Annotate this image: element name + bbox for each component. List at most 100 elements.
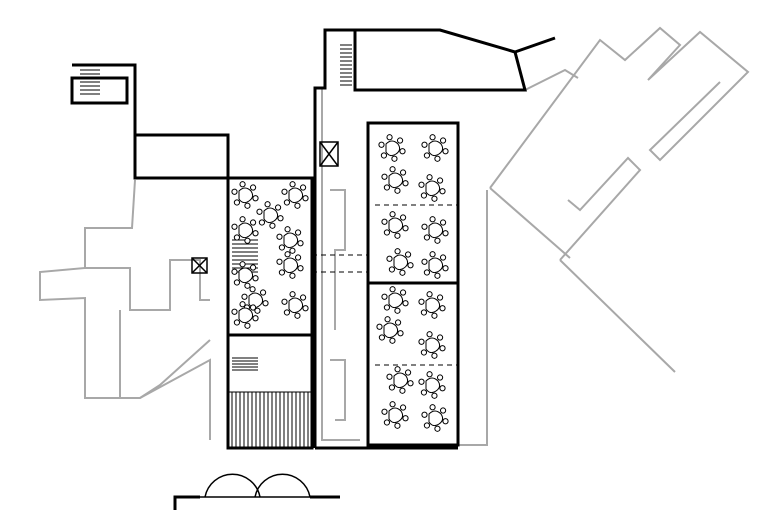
chair (244, 202, 251, 209)
chair (429, 251, 436, 258)
chair (429, 216, 436, 223)
chair (294, 254, 302, 261)
chair (294, 312, 301, 319)
chair (299, 294, 307, 301)
chair (378, 334, 386, 341)
table (425, 297, 441, 314)
chair (399, 289, 407, 296)
chair (431, 352, 438, 359)
table (428, 222, 444, 239)
table (238, 222, 254, 239)
table-with-chairs (421, 251, 449, 279)
table-with-chairs (231, 301, 259, 329)
table-with-chairs (381, 401, 409, 429)
chair (239, 216, 246, 223)
table-with-chairs (421, 216, 449, 244)
chair (420, 192, 428, 199)
table-with-chairs (381, 166, 409, 194)
table-with-chairs (241, 286, 269, 314)
chair (281, 188, 288, 195)
partition-lines (312, 204, 458, 366)
chair (421, 223, 428, 230)
chair (386, 134, 393, 141)
chair (258, 219, 266, 226)
chair (399, 148, 406, 155)
chair (294, 202, 301, 209)
chair (289, 272, 296, 279)
elevator-icon (191, 141, 339, 274)
chair (259, 289, 267, 296)
chair (389, 401, 396, 408)
chair (277, 215, 284, 222)
chair (423, 234, 431, 241)
chair (423, 422, 431, 429)
chair (442, 230, 449, 237)
chair (249, 304, 257, 311)
chair (269, 222, 276, 229)
chair (262, 300, 269, 307)
chair (244, 322, 251, 329)
chair (426, 331, 433, 338)
chair (388, 266, 396, 273)
chair (421, 141, 428, 148)
chair (436, 374, 444, 381)
chair (399, 214, 407, 221)
table (393, 254, 409, 271)
chair (231, 268, 238, 275)
chair (399, 269, 406, 276)
chair (249, 286, 256, 293)
context-buildings (39, 26, 750, 446)
chair (420, 349, 428, 356)
chair (434, 155, 441, 162)
chair (376, 323, 383, 330)
chair (399, 387, 406, 394)
chair (402, 180, 409, 187)
table-with-chairs (256, 201, 284, 229)
chair (421, 258, 428, 265)
chair (381, 408, 388, 415)
chair (396, 137, 404, 144)
table (393, 372, 409, 389)
chair (249, 219, 257, 226)
chair (389, 286, 396, 293)
chair (381, 293, 388, 300)
chair (436, 177, 444, 184)
chair (231, 223, 238, 230)
table-with-chairs (418, 371, 446, 399)
chair (420, 389, 428, 396)
table-with-chairs (281, 181, 309, 209)
chair (231, 308, 238, 315)
chair (394, 248, 401, 255)
chair (252, 230, 259, 237)
chair (274, 204, 282, 211)
building-walls (70, 28, 556, 510)
chair (420, 309, 428, 316)
table (388, 292, 404, 309)
chair (388, 384, 396, 391)
table (288, 297, 304, 314)
table-with-chairs (386, 366, 414, 394)
chair (431, 195, 438, 202)
chair (434, 272, 441, 279)
chair (394, 187, 401, 194)
chair (431, 392, 438, 399)
chair (399, 404, 407, 411)
chair (439, 188, 446, 195)
chair (436, 334, 444, 341)
chair (421, 411, 428, 418)
table-with-chairs (231, 181, 259, 209)
chair (233, 279, 241, 286)
chair (244, 282, 251, 289)
chair (423, 269, 431, 276)
chair (252, 315, 259, 322)
chair (302, 305, 309, 312)
table (263, 207, 279, 224)
chair (439, 385, 446, 392)
chair (439, 254, 447, 261)
chair (239, 301, 246, 308)
chair (278, 269, 286, 276)
table (388, 172, 404, 189)
table (428, 410, 444, 427)
table-with-chairs (276, 226, 304, 254)
chair (439, 305, 446, 312)
